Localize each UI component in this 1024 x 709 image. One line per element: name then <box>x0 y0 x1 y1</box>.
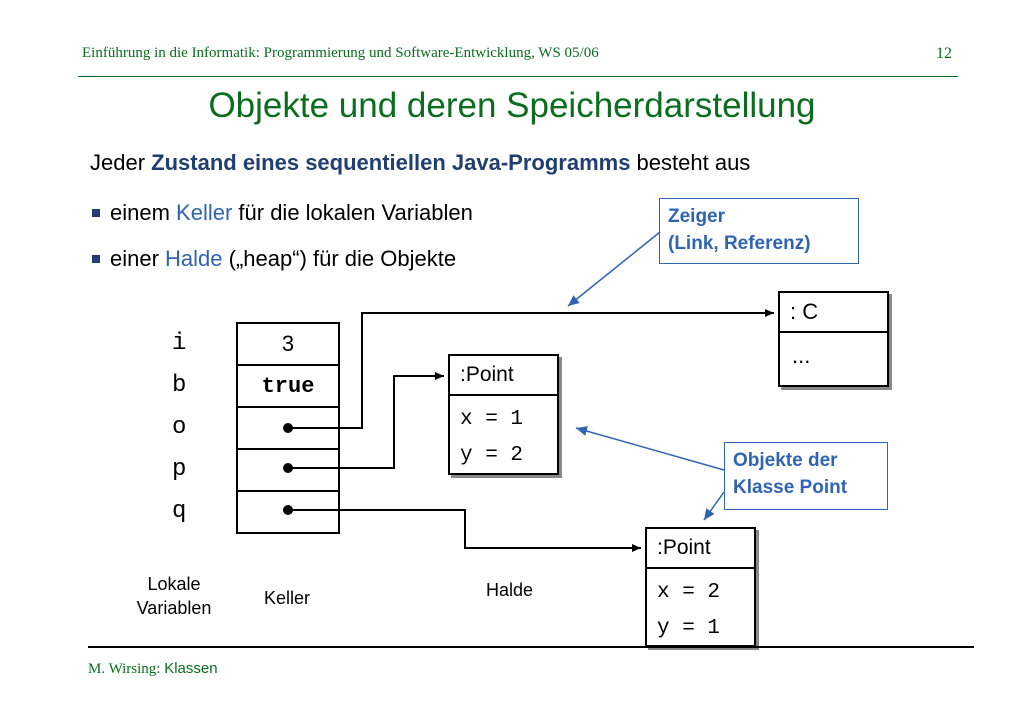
bullet-icon <box>92 209 100 217</box>
label-lokale-line1: Lokale <box>147 574 201 594</box>
course-header: Einführung in die Informatik: Programmie… <box>82 45 599 61</box>
point-1-field-y: y = 2 <box>460 444 524 467</box>
object-point-1-title-text: :Point <box>460 363 514 386</box>
point-2-field-y: y = 1 <box>657 617 721 640</box>
bullet-halde: einer Halde („heap“) für die Objekte <box>92 246 456 272</box>
reference-p-to-point1 <box>288 372 444 469</box>
stack-cell-i: 3 <box>236 322 340 366</box>
object-point-2: :Point x = 2 y = 1 <box>645 527 756 647</box>
object-c: : C ... <box>778 291 889 387</box>
label-halde: Halde <box>486 580 534 600</box>
label-lokale-variablen: Lokale Variablen <box>124 572 224 620</box>
object-point-2-fields: x = 2 y = 1 <box>647 569 754 647</box>
slide-title: Objekte und deren Speicherdarstellung <box>208 86 816 125</box>
bullet-post: („heap“) für die Objekte <box>222 246 457 271</box>
object-c-body: ... <box>780 333 887 369</box>
object-point-2-title: :Point <box>647 529 754 569</box>
object-c-title: : C <box>780 293 887 333</box>
callout-arrow-point1 <box>575 426 725 471</box>
var-q: q <box>172 498 187 525</box>
footer-topic: Klassen <box>164 660 218 677</box>
var-i: i <box>172 330 187 357</box>
page-number: 12 <box>936 45 952 62</box>
footer: M. Wirsing: Klassen <box>88 660 218 678</box>
intro-bold: Zustand eines sequentiellen Java-Program… <box>151 150 631 175</box>
callout-zeiger-line2: (Link, Referenz) <box>668 233 811 254</box>
bullet-post: für die lokalen Variablen <box>232 200 473 225</box>
stack-cell-q <box>236 492 340 534</box>
callout-objekte-line1: Objekte der <box>733 450 838 471</box>
label-lokale-line2: Variablen <box>136 598 212 618</box>
bullet-highlight: Keller <box>176 200 233 225</box>
intro-prefix: Jeder <box>90 150 152 175</box>
footer-divider <box>88 646 974 648</box>
label-keller: Keller <box>264 588 311 608</box>
object-point-1-fields: x = 1 y = 2 <box>450 396 557 474</box>
callout-zeiger: Zeiger (Link, Referenz) <box>659 198 859 264</box>
callout-arrow-point2 <box>703 491 725 521</box>
bullet-icon <box>92 255 100 263</box>
intro-suffix: besteht aus <box>630 150 751 175</box>
var-o: o <box>172 414 187 441</box>
bullet-highlight: Halde <box>165 246 223 271</box>
header-divider <box>78 76 958 77</box>
var-p: p <box>172 456 187 483</box>
stack-value-b: true <box>261 373 315 399</box>
bullet-pre: einer <box>110 246 166 271</box>
stack-cell-p <box>236 450 340 492</box>
var-b: b <box>172 372 187 399</box>
object-point-1-title: :Point <box>450 356 557 396</box>
callout-objekte: Objekte der Klasse Point <box>724 442 888 510</box>
object-point-2-title-text: :Point <box>657 536 711 559</box>
reference-o-to-c <box>288 309 774 429</box>
point-2-field-x: x = 2 <box>657 581 721 604</box>
stack-value-i: 3 <box>281 331 295 356</box>
point-1-field-x: x = 1 <box>460 408 524 431</box>
footer-author: M. Wirsing: <box>88 661 165 677</box>
reference-q-to-point2 <box>288 509 641 552</box>
callout-zeiger-line1: Zeiger <box>668 206 726 227</box>
stack-cell-b: true <box>236 366 340 408</box>
bullet-pre: einem <box>110 200 177 225</box>
callout-objekte-line2: Klasse Point <box>733 477 848 498</box>
object-c-title-text: : C <box>790 299 819 324</box>
intro-line: Jeder Zustand eines sequentiellen Java-P… <box>90 150 750 176</box>
object-point-1: :Point x = 1 y = 2 <box>448 354 559 475</box>
bullet-keller: einem Keller für die lokalen Variablen <box>92 200 473 226</box>
object-c-body-text: ... <box>792 343 811 368</box>
callout-arrow-zeiger <box>567 231 661 307</box>
